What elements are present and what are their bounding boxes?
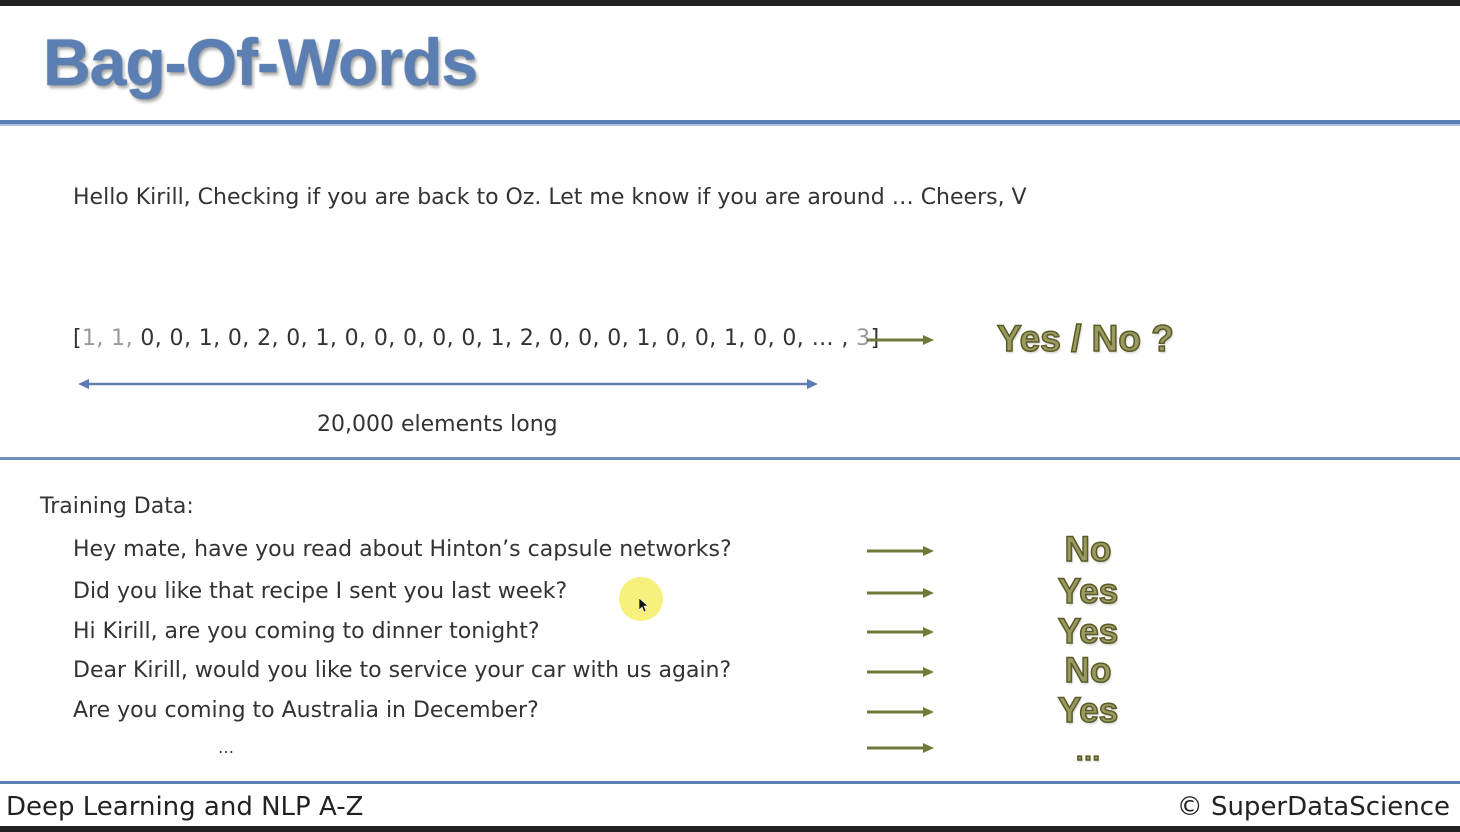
training-row-text: Are you coming to Australia in December? [73, 698, 539, 723]
email-example-text: Hello Kirill, Checking if you are back t… [73, 185, 1027, 210]
training-row-label: Yes [1057, 611, 1119, 652]
training-row-text: Did you like that recipe I sent you last… [73, 579, 568, 604]
arrow-right-icon [867, 588, 934, 598]
arrow-right-icon [867, 546, 934, 556]
training-ellipsis: … [218, 738, 234, 757]
arrow-right-icon [867, 627, 934, 637]
arrow-right-icon [867, 667, 934, 677]
title-divider [0, 120, 1460, 124]
vector-faded-suffix: 3 [856, 326, 871, 351]
vector-faded-prefix: 1, 1, [81, 326, 141, 351]
vector-body: 0, 0, 1, 0, 2, 0, 1, 0, 0, 0, 0, 0, 1, 2… [140, 326, 857, 351]
training-row-label: No [1064, 529, 1112, 570]
training-row-label: No [1064, 650, 1112, 691]
arrow-right-icon [867, 707, 934, 717]
course-title: Deep Learning and NLP A-Z [6, 792, 364, 822]
vector-open-bracket: [ [73, 326, 82, 351]
bag-of-words-vector: [1, 1, 0, 0, 1, 0, 2, 0, 1, 0, 0, 0, 0, … [73, 326, 880, 351]
training-row-label: Yes [1057, 690, 1119, 731]
cursor-highlight [619, 577, 663, 621]
slide-title: Bag-Of-Words [43, 25, 478, 99]
training-row-text: Hi Kirill, are you coming to dinner toni… [73, 619, 540, 644]
bottom-border [0, 826, 1460, 832]
training-data-heading: Training Data: [40, 494, 194, 519]
yes-no-question: Yes / No ? [996, 317, 1174, 360]
training-ellipsis-label: … [1074, 735, 1102, 767]
section-divider [0, 457, 1460, 460]
training-row-text: Dear Kirill, would you like to service y… [73, 658, 732, 683]
mouse-pointer-icon [639, 598, 649, 612]
arrow-right-icon [867, 743, 934, 753]
arrow-right-icon [867, 335, 934, 345]
training-row-label: Yes [1057, 571, 1119, 612]
top-border [0, 0, 1460, 6]
training-row-text: Hey mate, have you read about Hinton’s c… [73, 537, 732, 562]
copyright-notice: © SuperDataScience [1176, 792, 1450, 822]
footer-divider [0, 781, 1460, 784]
vector-length-label: 20,000 elements long [317, 412, 558, 437]
double-arrow-icon [78, 379, 818, 389]
